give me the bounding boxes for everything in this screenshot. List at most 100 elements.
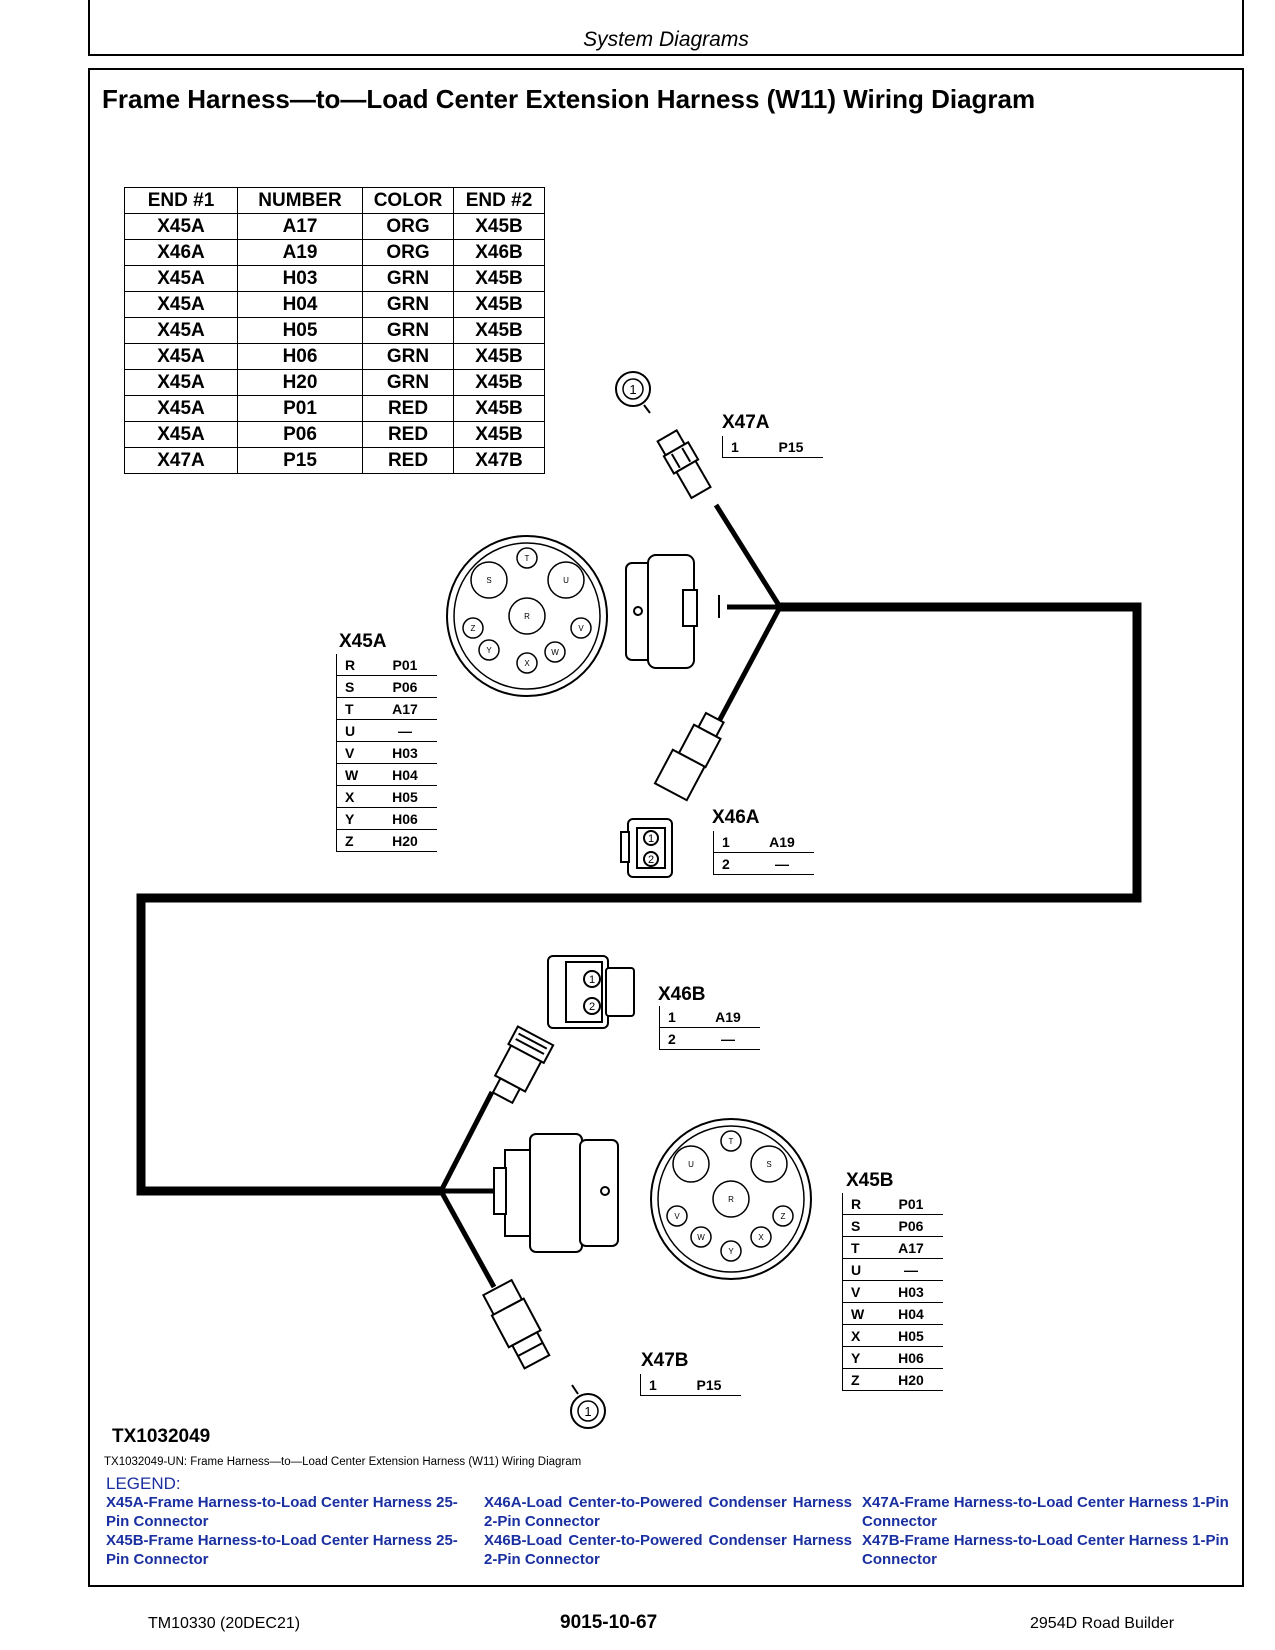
legend-item-x45b: X45B-Frame Harness-to-Load Center Harnes… [106, 1532, 458, 1568]
footer-machine-model: 2954D Road Builder [1030, 1615, 1175, 1632]
footer-manual-id: TM10330 (20DEC21) [148, 1615, 301, 1632]
header-frame [88, 0, 1244, 56]
x45a-pin-wire: H06 [373, 807, 437, 830]
x45b-face-pin-label: U [688, 1160, 694, 1169]
x47a-title: X47A [722, 412, 770, 433]
x45b-face-pin [720, 1240, 742, 1262]
x46a-pin-row: 2— [713, 852, 814, 875]
wire-table-cell: X47B [453, 447, 545, 474]
legend-item-x46b: X46B-Load Center-to-Powered Condenser Ha… [484, 1532, 852, 1568]
x45a-face-pin-label: W [551, 648, 559, 657]
x45a-pin-wire: — [373, 719, 437, 742]
legend-item-x46a: X46A-Load Center-to-Powered Condenser Ha… [484, 1494, 852, 1530]
x45a-face-pin-label: U [563, 576, 569, 585]
x45b-face-pin [666, 1205, 688, 1227]
x45b-pin-letter: T [842, 1236, 879, 1259]
legend-item-x47a: X47A-Frame Harness-to-Load Center Harnes… [862, 1494, 1229, 1530]
x47a-pin-wire: P15 [759, 436, 823, 458]
wire-table-cell: X45B [453, 369, 545, 396]
x46b-pin-wire: A19 [696, 1006, 760, 1028]
x45b-pin-letter: S [842, 1214, 879, 1237]
x45a-face-pin [544, 641, 566, 663]
legend-item-x47b: X47B-Frame Harness-to-Load Center Harnes… [862, 1532, 1229, 1568]
x45a-face-pin [570, 617, 592, 639]
wire-table-cell: ORG [362, 239, 454, 266]
wire-table-cell: X45A [124, 317, 238, 344]
x47a-pin-letter: 1 [722, 436, 759, 458]
figure-id: TX1032049 [112, 1426, 211, 1447]
page-title: Frame Harness—to—Load Center Extension H… [102, 84, 1036, 114]
ring-terminal-top: 1 [615, 371, 651, 414]
x45b-face-pin-label: Y [728, 1247, 734, 1256]
x46b-title: X46B [658, 984, 706, 1005]
x46b-plug [491, 1025, 555, 1105]
x45a-face-pin-label: Z [471, 624, 476, 633]
ring-terminal-bottom: 1 [570, 1384, 606, 1429]
x45a-face-pin [516, 652, 538, 674]
wire-table-cell: H06 [237, 343, 363, 370]
x45b-face-pin [672, 1145, 710, 1183]
wire-table-cell: X45A [124, 291, 238, 318]
x45a-face-pin-label: R [524, 612, 530, 621]
x45a-pin-wire: P06 [373, 675, 437, 698]
wire-table-cell: RED [362, 447, 454, 474]
column-header: COLOR [362, 187, 454, 214]
x46b-pin-row: 2— [659, 1027, 760, 1050]
x45b-pin-letter: R [842, 1193, 879, 1215]
x45b-pin-wire: H20 [879, 1368, 943, 1391]
wire-table-cell: X46A [124, 239, 238, 266]
wire-table-cell: RED [362, 395, 454, 422]
x45b-title: X45B [846, 1170, 894, 1191]
x45a-face-pin [462, 617, 484, 639]
x45a-title: X45A [339, 631, 387, 652]
x45b-pin-wire: H03 [879, 1280, 943, 1303]
figure-caption: TX1032049-UN: Frame Harness—to—Load Cent… [104, 1456, 582, 1468]
branch-x47a [713, 503, 783, 609]
x45b-face-pin [720, 1130, 742, 1152]
branch-x46b [438, 1090, 495, 1193]
x45a-body [625, 554, 720, 669]
wire-table-cell: P06 [237, 421, 363, 448]
x47b-title: X47B [641, 1350, 689, 1371]
wire-table-cell: GRN [362, 317, 454, 344]
x45a-pin-letter: U [336, 719, 373, 742]
x46b-face-pin-2: 2 [589, 1001, 595, 1013]
x45b-pin-wire: H05 [879, 1324, 943, 1347]
x45b-pin-letter: Y [842, 1346, 879, 1369]
x46a-pin-letter: 1 [713, 831, 750, 853]
x45b-face-pin-label: X [758, 1233, 764, 1242]
x46b-face-pin-1: 1 [589, 974, 595, 986]
column-header: END #1 [124, 187, 238, 214]
x45b-pin-wire: H06 [879, 1346, 943, 1369]
x45b-face-pin-label: Z [781, 1212, 786, 1221]
x45b-pin-letter: V [842, 1280, 879, 1303]
x45b-face-pin-label: R [728, 1195, 734, 1204]
x45a-pin-wire: H04 [373, 763, 437, 786]
x45a-pin-wire: H20 [373, 829, 437, 852]
x45a-face-pin-label: T [525, 554, 530, 563]
x45a-pin-wire: H05 [373, 785, 437, 808]
wire-table-cell: GRN [362, 343, 454, 370]
x45a-pin-letter: S [336, 675, 373, 698]
x45b-face-pin-label: W [697, 1233, 705, 1242]
x45a-pin-letter: R [336, 654, 373, 676]
x46a-pin-wire: A19 [750, 831, 814, 853]
x45b-pin-wire: H04 [879, 1302, 943, 1325]
x45a-face-pin-label: X [524, 659, 530, 668]
